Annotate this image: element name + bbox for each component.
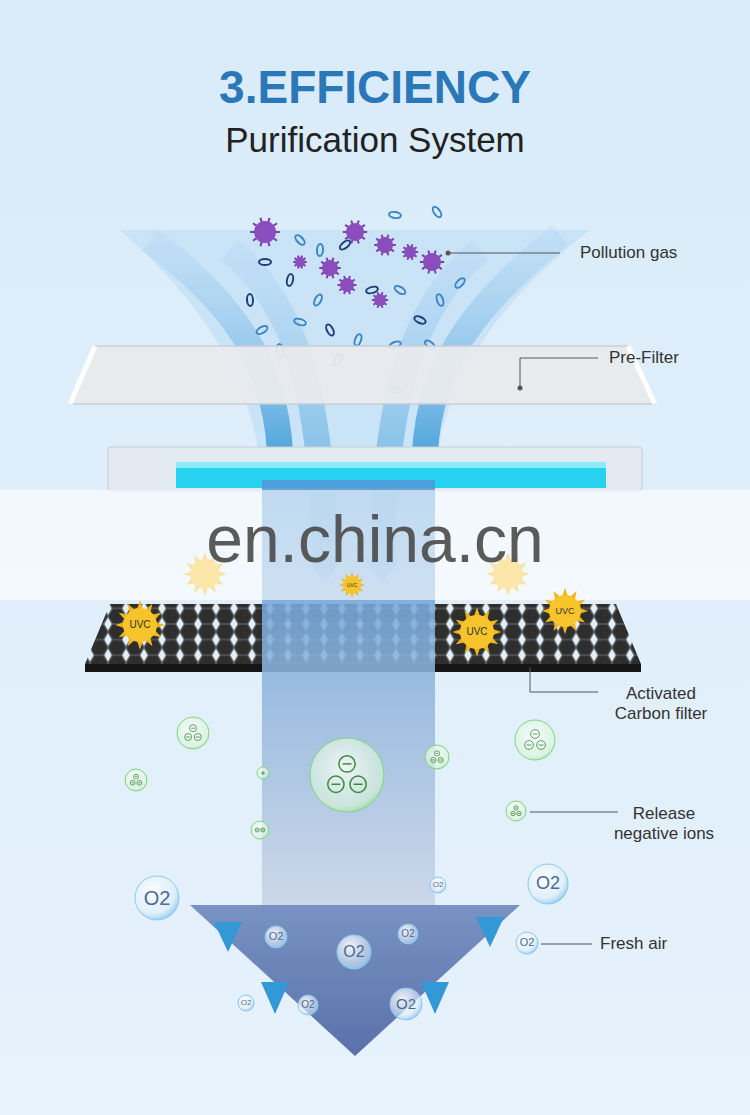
oxygen-mark: O2 xyxy=(433,880,444,890)
oxygen-mark: O2 xyxy=(343,942,364,961)
part-label: Pollution gas xyxy=(580,243,677,263)
oxygen-mark: O2 xyxy=(301,999,314,1011)
part-label: Pre-Filter xyxy=(609,348,679,368)
part-label: Release negative ions xyxy=(599,804,729,845)
oxygen-mark: O2 xyxy=(269,930,284,943)
oxygen-mark: O2 xyxy=(520,936,535,949)
watermark: en.china.cn xyxy=(206,500,544,579)
uvc-mark: UVC xyxy=(347,582,358,588)
oxygen-mark: O2 xyxy=(401,928,414,940)
uvc-mark: UVC xyxy=(466,626,487,638)
uvc-mark: UVC xyxy=(129,619,150,631)
oxygen-mark: O2 xyxy=(536,873,560,895)
part-label: Purification System xyxy=(225,119,525,161)
oxygen-mark: O2 xyxy=(396,995,416,1013)
part-label: Fresh air xyxy=(600,934,667,954)
oxygen-mark: O2 xyxy=(241,998,252,1008)
part-label: Activated Carbon filter xyxy=(601,684,721,725)
oxygen-mark: O2 xyxy=(144,886,171,910)
title: 3.EFFICIENCY xyxy=(219,60,531,115)
uvc-mark: UVC xyxy=(555,606,574,617)
